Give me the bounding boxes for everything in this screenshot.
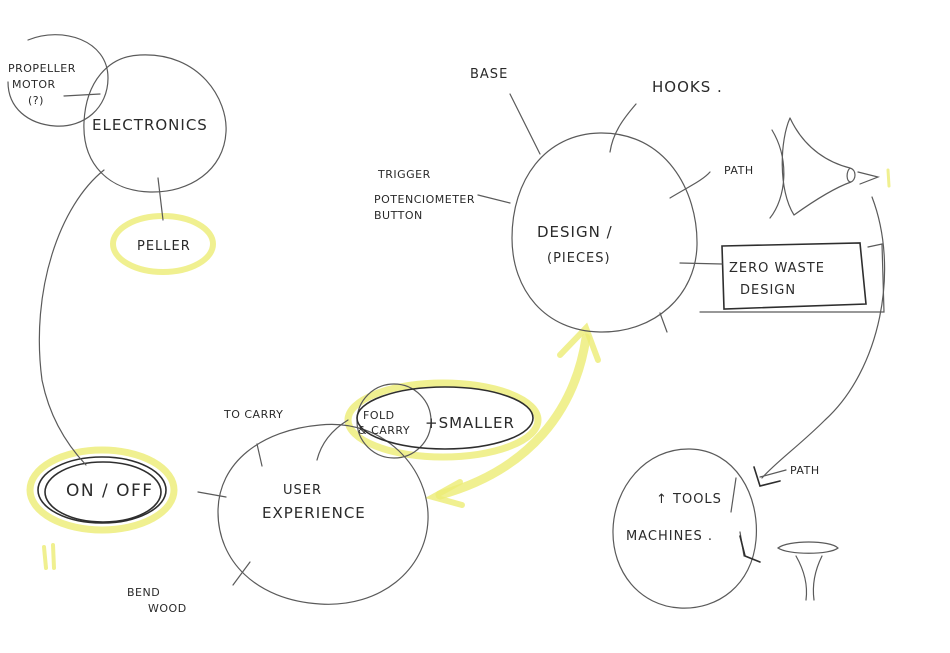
- propeller-to-electronics: [63, 93, 101, 97]
- on-off-to-user-experience: [197, 491, 227, 498]
- machines-label: MACHINES .: [626, 529, 713, 544]
- fold-carry-to-ux: [316, 419, 349, 461]
- question-text: (?): [28, 94, 44, 107]
- highlighter-marks: [26, 168, 891, 570]
- carry-text: & CARRY: [358, 424, 410, 437]
- button-text: BUTTON: [374, 209, 423, 222]
- on-off-outline-2: [44, 461, 162, 523]
- hooks-to-design: [609, 103, 637, 153]
- base-text: BASE: [470, 67, 508, 82]
- zero-waste-box-shadow: [699, 243, 885, 313]
- propeller-motor-circle: [7, 34, 109, 127]
- trigger-text: TRIGGER: [377, 168, 431, 181]
- to-carry-line: [256, 443, 263, 467]
- wood-text: WOOD: [148, 602, 187, 615]
- zero-waste-text: ZERO WASTE: [729, 261, 825, 276]
- motor-text: MOTOR: [12, 78, 56, 91]
- zero-waste-to-design: [679, 262, 723, 265]
- path-bottom-line: [759, 469, 787, 478]
- on-off-outline: [37, 456, 167, 524]
- bend-text: BEND: [127, 586, 160, 599]
- highlight-margin-dash: [886, 168, 891, 188]
- highlight-arrow-tail: [425, 479, 465, 508]
- hooks-text: HOOKS .: [652, 78, 723, 96]
- highlight-on-off: [26, 446, 178, 534]
- highlight-arrow-head: [557, 322, 601, 363]
- peller-label: PELLER: [137, 239, 191, 254]
- design-bottom-tick: [659, 312, 668, 333]
- highlight-tick-marks: [42, 543, 56, 570]
- design-circle: [511, 132, 698, 333]
- zero-waste-box: [721, 242, 867, 310]
- fold-smaller-outline: [356, 386, 534, 450]
- electronics-label: ELECTRONICS: [92, 116, 208, 134]
- path-arrowhead: [753, 466, 781, 487]
- electronics-to-on-off: [38, 169, 105, 466]
- design-to-tools-path: [761, 196, 886, 479]
- path-to-design: [669, 171, 711, 199]
- user-label: USER: [283, 483, 322, 498]
- tools-label: ↑ TOOLS: [656, 492, 722, 507]
- annotation-labels: PROPELLER MOTOR (?) BASE HOOKS . TRIGGER…: [8, 62, 825, 615]
- fold-text: FOLD: [363, 409, 395, 422]
- experience-label: EXPERIENCE: [262, 504, 366, 522]
- machines-bracket: [739, 535, 761, 563]
- tools-machines-circle: [612, 448, 758, 609]
- highlight-arrow-curve: [435, 333, 591, 500]
- trigger-to-design: [477, 194, 511, 204]
- electronics-to-peller: [157, 177, 164, 221]
- node-labels: ELECTRONICS PELLER ON / OFF USER EXPERIE…: [66, 116, 722, 544]
- smaller-text: +SMALLER: [425, 414, 515, 432]
- to-carry-text: TO CARRY: [223, 408, 283, 421]
- base-to-design: [509, 93, 541, 155]
- on-off-label: ON / OFF: [66, 481, 154, 501]
- user-experience-circle: [217, 423, 429, 605]
- connector-lines: [38, 93, 886, 586]
- funnel-sketch: [776, 541, 839, 601]
- path-bottom-text: PATH: [790, 464, 820, 477]
- potenciometer-text: POTENCIOMETER: [374, 193, 475, 206]
- path-top-text: PATH: [724, 164, 754, 177]
- design-label: DESIGN /: [537, 223, 613, 241]
- propeller-text: PROPELLER: [8, 62, 76, 75]
- node-circles: [7, 34, 758, 609]
- pieces-label: (PIECES): [547, 251, 611, 266]
- bend-wood-line: [232, 561, 251, 586]
- zero-waste-design-text: DESIGN: [740, 283, 796, 298]
- horn-sketch: [769, 117, 880, 219]
- ink-outlines: [37, 242, 885, 524]
- sketches: [769, 117, 880, 601]
